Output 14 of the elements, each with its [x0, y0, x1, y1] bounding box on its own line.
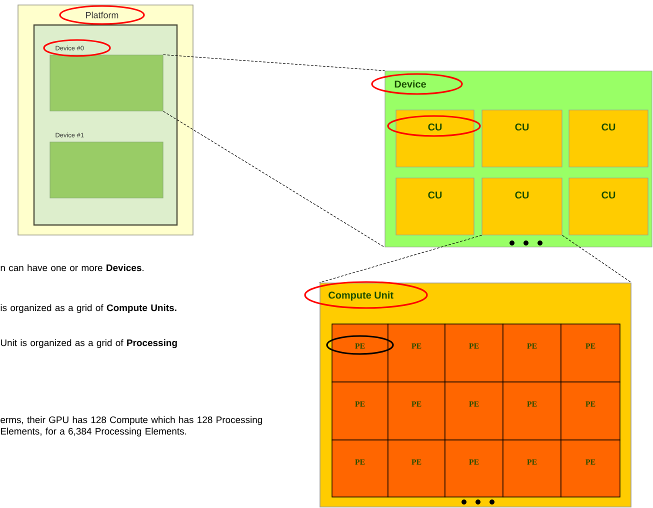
dashed-line — [163, 54, 385, 71]
compute-unit-box: CU — [482, 178, 562, 236]
dashed-line — [562, 235, 632, 283]
compute-unit-box: CU — [568, 110, 648, 168]
dashed-line — [163, 111, 385, 248]
note-text: is organized as a grid of Compute Units. — [0, 304, 176, 314]
note-text: Unit is organized as a grid of Processing — [0, 339, 177, 348]
compute-unit-box: CU — [482, 110, 562, 168]
note-text: erms, their GPU has 128 Compute which has 128 Processing Elements, for a 6,384 Processing Elements. — [0, 416, 262, 436]
compute-unit-box: CU — [568, 178, 648, 236]
note-text: n can have one or more Devices. — [0, 264, 144, 272]
dashed-line — [319, 235, 482, 283]
compute-unit-box: CU — [396, 110, 474, 168]
compute-unit-box: CU — [396, 178, 474, 236]
